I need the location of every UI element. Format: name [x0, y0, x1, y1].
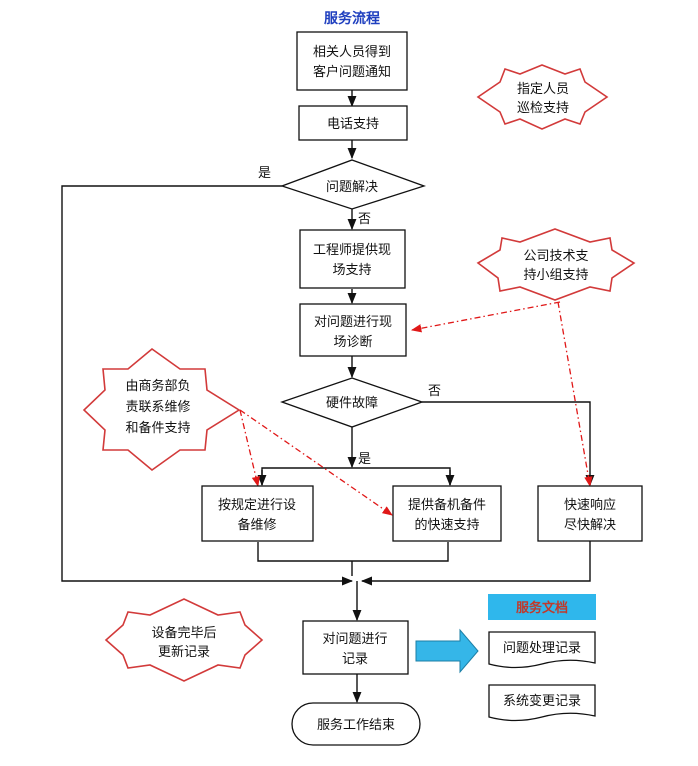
documents-header [488, 594, 596, 620]
node-quick-line2: 尽快解决 [564, 518, 616, 533]
callout-tech-group-line2: 持小组支持 [523, 268, 588, 283]
callout-inspection: 指定人员 巡检支持 [476, 64, 609, 130]
node-notify-line2: 客户问题通知 [313, 64, 391, 80]
decision-solved-label: 问题解决 [326, 180, 378, 195]
node-quick-line1: 快速响应 [564, 497, 616, 513]
label-yes-solved: 是 [258, 166, 271, 181]
connector-branch-bar [261, 467, 451, 485]
decision-hardware: 硬件故障 [280, 377, 424, 428]
connector-repair-spare-merge [257, 542, 449, 562]
node-diagnose-line1: 对问题进行现 [314, 315, 392, 330]
node-spare: 提供备机备件 的快速支持 [392, 485, 502, 542]
node-onsite-line2: 场支持 [332, 263, 371, 278]
callout-business: 由商务部负 责联系维修 和备件支持 [82, 347, 241, 472]
node-onsite-line1: 工程师提供现 [313, 242, 391, 258]
documents-title: 服务文档 [516, 600, 568, 616]
node-end-label: 服务工作结束 [317, 717, 395, 733]
connector-solved-yes-merge [61, 185, 354, 586]
document-item-0: 问题处理记录 [503, 641, 581, 656]
node-record-line1: 对问题进行 [322, 632, 387, 647]
document-item-1: 系统变更记录 [503, 693, 581, 709]
callout-business-line2: 责联系维修 [125, 400, 190, 415]
dash-tech-quick [557, 301, 593, 488]
node-end: 服务工作结束 [291, 702, 421, 746]
node-diagnose: 对问题进行现 场诊断 [299, 303, 407, 357]
node-repair: 按规定进行设 备维修 [201, 485, 314, 542]
dash-business-spare [239, 409, 393, 516]
diagram-title: 服务流程 [324, 10, 380, 27]
documents-panel: 服务文档 问题处理记录 系统变更记录 [488, 594, 596, 722]
document-item-1-shape [488, 684, 596, 722]
node-repair-line1: 按规定进行设 [218, 498, 296, 513]
callout-tech-group-line1: 公司技术支 [523, 249, 588, 264]
node-record: 对问题进行 记录 [302, 620, 409, 675]
decision-hardware-label: 硬件故障 [326, 396, 378, 411]
dash-tech-diagnose [410, 301, 561, 333]
node-spare-line1: 提供备机备件 [408, 497, 486, 513]
callout-business-line1: 由商务部负 [125, 378, 190, 394]
dash-business-repair [239, 409, 260, 488]
label-yes-hardware: 是 [358, 452, 371, 467]
node-phone-label: 电话支持 [327, 117, 379, 132]
document-item-0-shape [488, 631, 596, 669]
decision-solved: 问题解决 [280, 159, 427, 210]
callout-inspection-line2: 巡检支持 [517, 101, 569, 116]
callout-business-line3: 和备件支持 [125, 420, 190, 436]
node-spare-line2: 的快速支持 [414, 517, 479, 533]
node-repair-line2: 备维修 [237, 517, 276, 533]
node-phone: 电话支持 [298, 105, 408, 141]
callout-update: 设备完毕后 更新记录 [104, 598, 264, 682]
label-no-hardware: 否 [428, 384, 441, 399]
flow-connectors [61, 90, 595, 704]
node-quick: 快速响应 尽快解决 [537, 485, 643, 542]
node-record-line2: 记录 [342, 652, 368, 667]
node-notify: 相关人员得到 客户问题通知 [296, 31, 408, 91]
connector-quick-merge [360, 541, 591, 586]
node-diagnose-line2: 场诊断 [333, 335, 372, 350]
label-no-solved: 否 [358, 212, 371, 227]
connector-hardware-no-quick [422, 401, 595, 487]
callout-inspection-line1: 指定人员 [517, 82, 569, 97]
node-onsite: 工程师提供现 场支持 [299, 229, 406, 289]
node-notify-line1: 相关人员得到 [313, 44, 391, 60]
callout-tech-group: 公司技术支 持小组支持 [476, 228, 636, 301]
block-arrow-icon [415, 628, 479, 674]
callout-update-line2: 更新记录 [158, 644, 210, 660]
callout-update-line1: 设备完毕后 [151, 625, 216, 641]
callout-connectors [239, 301, 593, 516]
